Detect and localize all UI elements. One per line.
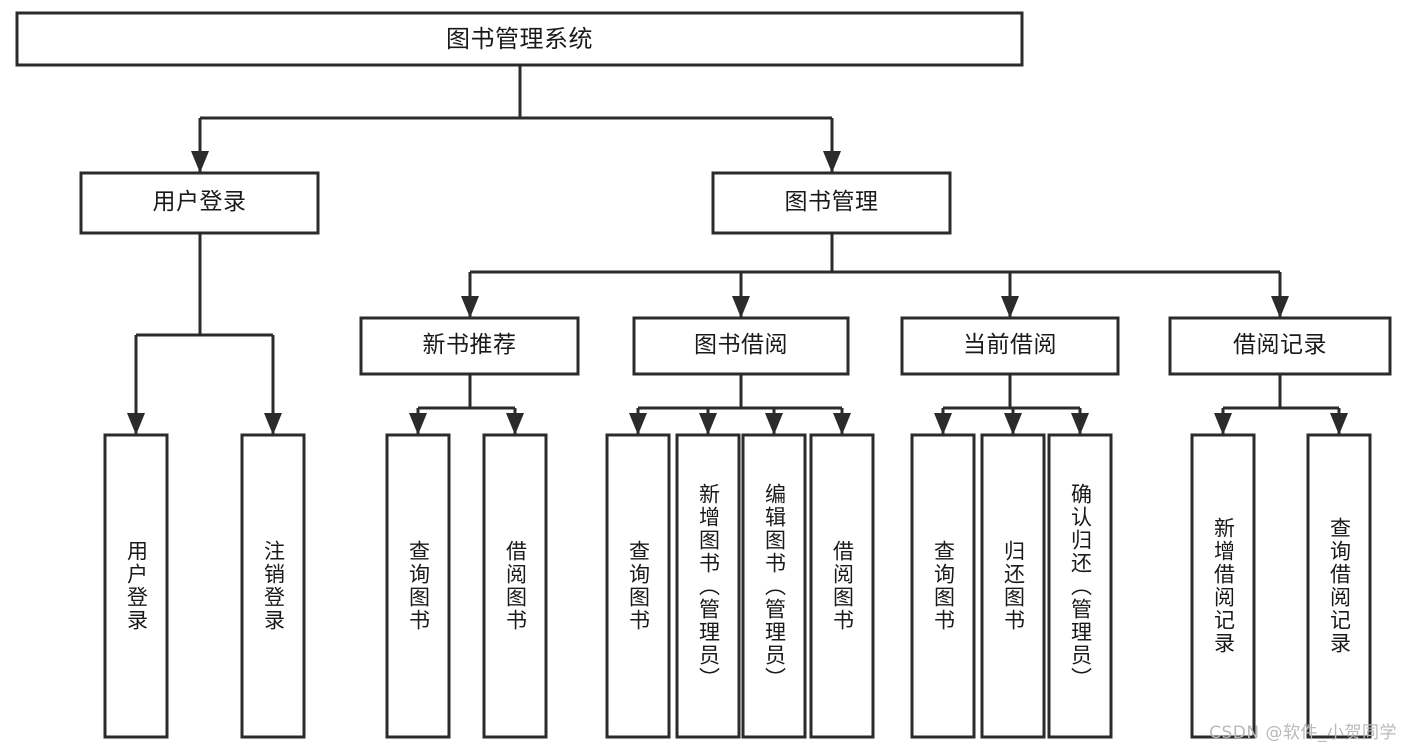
- node-box-user-login[interactable]: [79, 171, 320, 235]
- arrow-head-icon-borrow-record: [1271, 296, 1289, 318]
- node-box-leaf-borrow-book-rec[interactable]: [482, 433, 548, 739]
- arrow-head-icon-new-book-rec: [461, 296, 479, 318]
- node-box-leaf-add-record[interactable]: [1190, 433, 1256, 739]
- arrow-head-icon-user-login: [191, 151, 209, 173]
- node-box-leaf-edit-book[interactable]: [741, 433, 807, 739]
- arrow-head-icon-current-borrow: [1001, 296, 1019, 318]
- node-box-leaf-query-book-rec[interactable]: [385, 433, 451, 739]
- node-box-leaf-borrow-book[interactable]: [809, 433, 875, 739]
- arrow-head-icon-leaf-query-book-rec: [409, 413, 427, 435]
- node-box-leaf-add-book[interactable]: [675, 433, 741, 739]
- node-box-leaf-return-book[interactable]: [980, 433, 1046, 739]
- arrow-head-icon-leaf-add-book: [699, 413, 717, 435]
- node-box-borrow-record[interactable]: [1168, 316, 1392, 376]
- node-box-leaf-query-book[interactable]: [605, 433, 671, 739]
- arrow-head-icon-leaf-add-record: [1214, 413, 1232, 435]
- arrow-head-icon-leaf-edit-book: [765, 413, 783, 435]
- arrow-head-icon-leaf-borrow-book: [833, 413, 851, 435]
- arrow-head-icon-leaf-confirm-return: [1071, 413, 1089, 435]
- node-box-leaf-query-record[interactable]: [1306, 433, 1372, 739]
- arrow-head-icon-leaf-query-record: [1330, 413, 1348, 435]
- arrow-head-icon-leaf-query-book-cur: [934, 413, 952, 435]
- node-box-new-book-rec[interactable]: [359, 316, 580, 376]
- arrow-head-icon-leaf-borrow-book-rec: [506, 413, 524, 435]
- node-box-root[interactable]: [15, 11, 1024, 67]
- node-box-leaf-query-book-cur[interactable]: [910, 433, 976, 739]
- node-box-leaf-confirm-return[interactable]: [1047, 433, 1113, 739]
- node-box-current-borrow[interactable]: [900, 316, 1120, 376]
- arrow-head-icon-leaf-return-book: [1004, 413, 1022, 435]
- node-boxes-layer: [15, 11, 1392, 739]
- node-box-book-manage[interactable]: [711, 171, 952, 235]
- arrow-head-icon-book-borrow: [732, 296, 750, 318]
- connectors-layer: [127, 65, 1348, 435]
- node-box-leaf-user-logout[interactable]: [240, 433, 306, 739]
- arrow-head-icon-leaf-query-book: [629, 413, 647, 435]
- node-box-book-borrow[interactable]: [632, 316, 850, 376]
- arrow-head-icon-book-manage: [823, 151, 841, 173]
- arrow-head-icon-leaf-user-login: [127, 413, 145, 435]
- node-box-leaf-user-login[interactable]: [103, 433, 169, 739]
- arrow-head-icon-leaf-user-logout: [264, 413, 282, 435]
